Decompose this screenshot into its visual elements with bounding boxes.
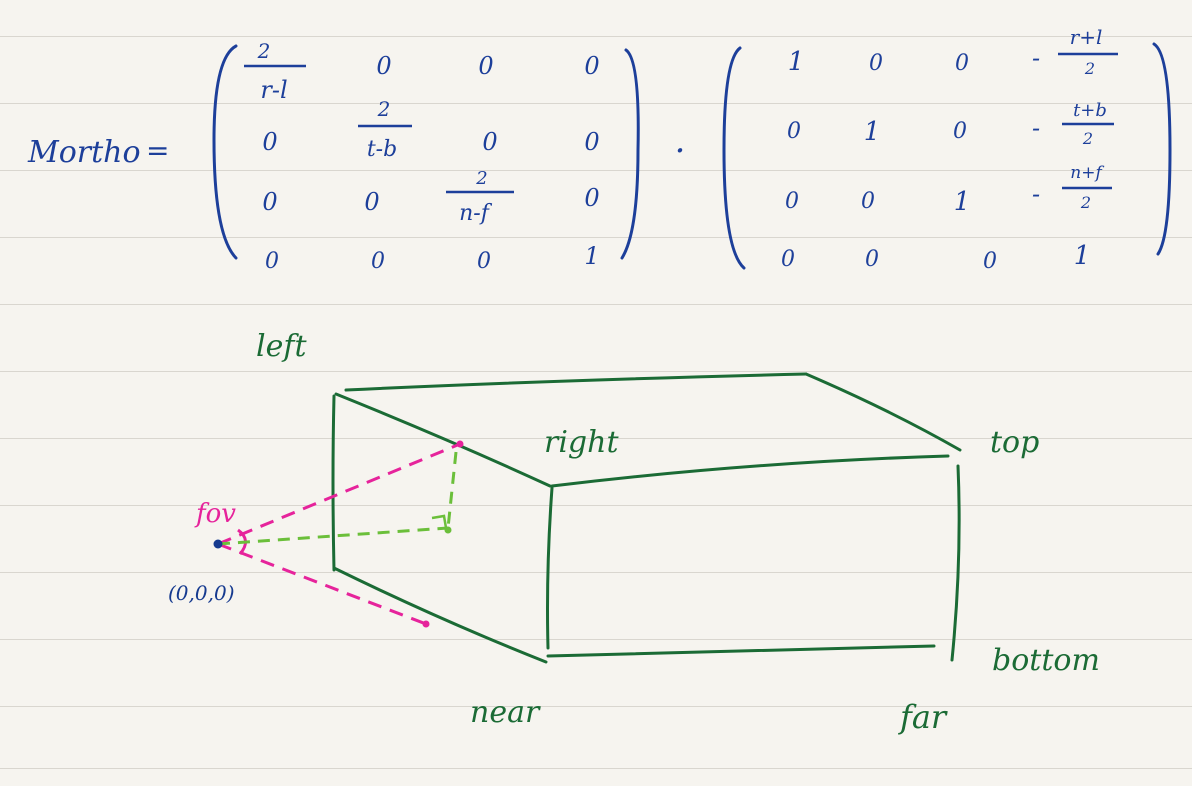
right-angle-marker [431, 514, 448, 529]
rule-line [0, 170, 1192, 171]
left-matrix-open-bracket [212, 44, 238, 260]
rule-line [0, 36, 1192, 37]
matrix-cell: 1 [584, 242, 599, 270]
matrix-cell: 0 [482, 128, 497, 156]
matrix-cell-num: r+l [1070, 25, 1103, 49]
box-near-vertical-edge [546, 486, 554, 650]
matrix-cell: 0 [955, 51, 969, 76]
matrix-cell: 0 [953, 119, 967, 144]
matrix-cell-sign: - [1032, 114, 1040, 142]
box-left-vertical-edge [331, 394, 336, 572]
matrix-cell-den: 2 [1080, 193, 1091, 212]
matrix-cell-den: t-b [367, 137, 397, 162]
matrix-cell-num: t+b [1073, 100, 1107, 121]
matrix-cell: 0 [478, 52, 493, 80]
matrix-cell: 1 [1074, 241, 1091, 271]
matrix-cell-sign: - [1032, 44, 1040, 72]
rule-line [0, 768, 1192, 769]
matrix-cell-num: 2 [257, 39, 271, 63]
translate-matrix: 1 0 0 - r+l 2 0 1 0 - t+b 2 0 0 1 - n+f … [781, 25, 1118, 274]
matrix-cell-den: n-f [459, 201, 493, 226]
matrix-cell: 0 [262, 128, 277, 156]
matrix-cell: 0 [376, 52, 391, 80]
matrix-cell: 1 [788, 47, 805, 77]
box-near-top-edge [550, 454, 950, 488]
left-matrix-close-bracket [620, 48, 640, 260]
matrix-cell: 0 [584, 128, 599, 156]
rule-line [0, 706, 1192, 707]
box-bottom-left-edge [332, 566, 548, 664]
matrix-cell: 0 [584, 52, 599, 80]
matrix-cell: 1 [954, 187, 971, 217]
equals-sign: = [146, 134, 169, 167]
matrix-cell: 0 [861, 189, 875, 214]
rule-line [0, 371, 1192, 372]
matrix-cell: 0 [262, 188, 277, 216]
multiply-dot: · [675, 131, 686, 171]
view-box [331, 372, 962, 664]
rule-line [0, 505, 1192, 506]
rule-line [0, 237, 1192, 238]
label-origin: (0,0,0) [168, 581, 235, 605]
matrix-name: Mortho [27, 135, 141, 170]
label-right: right [544, 425, 619, 460]
label-near: near [470, 695, 541, 730]
fov-lower-point [422, 620, 430, 628]
matrix-cell-sign: - [1032, 180, 1040, 208]
box-top-left-edge [334, 392, 552, 488]
matrix-cell: 0 [584, 184, 599, 212]
label-bottom: bottom [992, 643, 1100, 678]
box-bottom-edge [546, 644, 936, 658]
matrix-cell: 0 [265, 249, 279, 274]
box-top-right-edge [804, 372, 962, 452]
right-matrix-close-bracket [1152, 42, 1172, 256]
label-left: left [256, 329, 307, 364]
matrix-cell: 0 [983, 249, 997, 274]
matrix-cell: 0 [865, 247, 879, 272]
rule-line [0, 572, 1192, 573]
origin-point [213, 539, 223, 549]
matrix-cell-den: r-l [260, 76, 287, 104]
scale-matrix: 2 r-l 0 0 0 0 2 t-b 0 0 0 0 2 n-f 0 0 0 … [244, 39, 600, 274]
matrix-cell: 0 [364, 188, 379, 216]
matrix-cell: 0 [785, 189, 799, 214]
rule-line [0, 103, 1192, 104]
right-matrix-open-bracket [722, 46, 746, 270]
rule-line [0, 639, 1192, 640]
box-top-back-edge [344, 372, 808, 392]
fov-upper-line [217, 442, 461, 546]
matrix-cell-num: n+f [1070, 163, 1104, 183]
matrix-cell-num: 2 [377, 97, 391, 121]
box-far-vertical-edge [950, 464, 961, 662]
label-top: top [990, 425, 1039, 460]
label-far: far [898, 698, 948, 736]
matrix-cell-den: 2 [1082, 129, 1093, 148]
label-fov: fov [194, 499, 236, 529]
view-volume-diagram: left right top bottom near far fov (0,0,… [168, 329, 1100, 736]
fov-lower-line [217, 542, 427, 626]
center-point [444, 526, 452, 534]
fov-frustum-lines [217, 442, 461, 626]
rule-line [0, 304, 1192, 305]
center-vertical-line [446, 451, 458, 529]
matrix-cell: 0 [869, 51, 883, 76]
fov-upper-point [456, 440, 464, 448]
matrix-cell: 1 [864, 117, 881, 147]
matrix-cell: 0 [477, 249, 491, 274]
rule-line [0, 438, 1192, 439]
matrix-cell: 0 [371, 249, 385, 274]
matrix-cell: 0 [781, 247, 795, 272]
center-helper-lines [217, 451, 458, 546]
matrix-cell-den: 2 [1084, 59, 1095, 78]
matrix-cell: 0 [787, 119, 801, 144]
matrix-cell-num: 2 [475, 168, 487, 189]
matrix-equation: Mortho = 2 r-l 0 0 0 0 2 t-b 0 0 0 0 2 n… [27, 25, 1172, 274]
